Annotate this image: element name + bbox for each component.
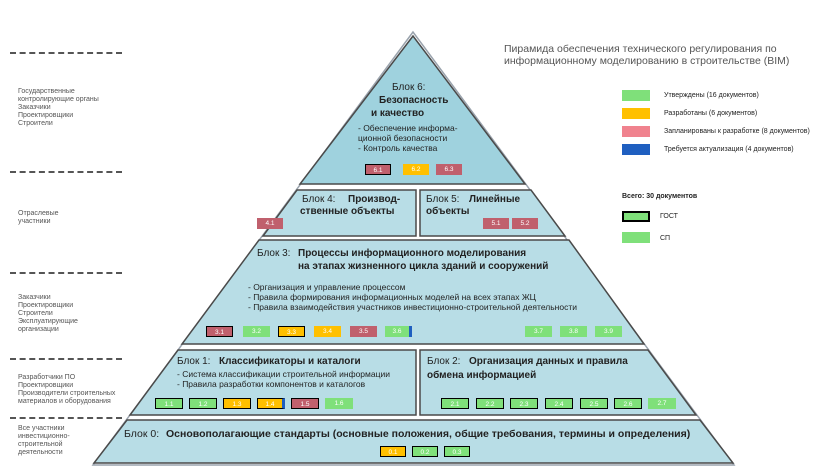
block1-prefix: Блок 1: xyxy=(177,356,211,367)
doc-chip-1-3: 1.3 xyxy=(223,398,251,409)
block1-bullets: - Система классификации строительной инф… xyxy=(177,369,390,389)
doc-chip-3-2: 3.2 xyxy=(243,326,270,337)
block5-name-line1: Линейные xyxy=(469,194,521,205)
doc-chip-4-1: 4.1 xyxy=(257,218,283,229)
separator-line xyxy=(10,272,122,274)
block3-area xyxy=(180,239,646,345)
legend-update-swatch xyxy=(622,144,650,155)
block2-name-line1: Организация данных и правила xyxy=(469,356,628,367)
legend-update-label: Требуется актуализация (4 документов) xyxy=(664,146,794,153)
doc-chip-5-2: 5.2 xyxy=(512,218,538,229)
doc-chip-3-9: 3.9 xyxy=(595,326,622,337)
doc-chip-2-4: 2.4 xyxy=(545,398,573,409)
legend-planned-swatch xyxy=(622,126,650,137)
diagram-title: Пирамида обеспечения технического регули… xyxy=(504,43,790,67)
separator-line xyxy=(10,52,122,54)
block6-name-line2: и качество xyxy=(371,108,425,119)
doc-chip-2-6: 2.6 xyxy=(614,398,642,409)
separator-line xyxy=(10,171,122,173)
block0-prefix: Блок 0: xyxy=(124,428,160,440)
doc-chip-0-1: 0.1 xyxy=(380,446,406,457)
legend-developed-label: Разработаны (6 документов) xyxy=(664,110,758,117)
doc-chip-5-1: 5.1 xyxy=(483,218,509,229)
legend-developed-swatch xyxy=(622,108,650,119)
doc-chip-1-6: 1.6 xyxy=(325,398,353,409)
separator-line xyxy=(10,358,122,360)
doc-chip-3-5: 3.5 xyxy=(350,326,377,337)
doc-chip-0-2: 0.2 xyxy=(412,446,438,457)
doc-chip-3-7: 3.7 xyxy=(525,326,552,337)
block5-name-line2: объекты xyxy=(426,206,470,217)
doc-chip-1-1: 1.1 xyxy=(155,398,183,409)
doc-chip-2-7: 2.7 xyxy=(648,398,676,409)
block4-prefix: Блок 4: xyxy=(302,194,336,205)
doc-chip-3-3: 3.3 xyxy=(278,326,305,337)
doc-chip-6-2: 6.2 xyxy=(403,164,429,175)
separator-line xyxy=(10,417,122,419)
doc-chip-2-2: 2.2 xyxy=(476,398,504,409)
block2-prefix: Блок 2: xyxy=(427,356,461,367)
block1-name: Классификаторы и каталоги xyxy=(219,356,361,367)
doc-chip-2-1: 2.1 xyxy=(441,398,469,409)
legend-sp-label: СП xyxy=(660,235,671,242)
block6-prefix: Блок 6: xyxy=(392,82,426,93)
block4-name-line1: Производ- xyxy=(348,194,401,205)
block6-area xyxy=(298,34,527,185)
participants-label-block3: Заказчики Проектировщики Строители Экспл… xyxy=(18,294,78,333)
legend-total: Всего: 30 документов xyxy=(622,193,698,200)
doc-chip-3-8: 3.8 xyxy=(560,326,587,337)
participants-label-block0: Все участники инвестиционно- строительно… xyxy=(18,425,70,456)
legend-approved-label: Утверждены (16 документов) xyxy=(664,92,759,99)
doc-chip-3-1: 3.1 xyxy=(206,326,233,337)
block0-area xyxy=(92,419,735,464)
block2-name-line2: обмена информацией xyxy=(427,370,537,381)
doc-chip-2-3: 2.3 xyxy=(510,398,538,409)
doc-chip-3-6: 3.6 xyxy=(385,326,412,337)
legend-planned-label: Запланированы к разработке (8 документов… xyxy=(664,128,810,135)
block3-prefix: Блок 3: xyxy=(257,248,291,259)
doc-chip-6-3: 6.3 xyxy=(436,164,462,175)
doc-chip-1-2: 1.2 xyxy=(189,398,217,409)
block3-name-line1: Процессы информационного моделирования xyxy=(298,248,527,259)
block0-name: Основополагающие стандарты (основные пол… xyxy=(166,428,691,440)
doc-chip-2-5: 2.5 xyxy=(580,398,608,409)
participants-label-block6: Государственные контролирующие органы За… xyxy=(18,88,99,127)
doc-chip-0-3: 0.3 xyxy=(444,446,470,457)
legend-approved-swatch xyxy=(622,90,650,101)
participants-label-block45: Отраслевые участники xyxy=(18,210,59,225)
legend-gost-label: ГОСТ xyxy=(660,213,678,220)
block4-name-line2: ственные объекты xyxy=(300,206,395,217)
block6-name-line1: Безопасность xyxy=(379,95,449,106)
doc-chip-3-4: 3.4 xyxy=(314,326,341,337)
doc-chip-6-1: 6.1 xyxy=(365,164,391,175)
doc-chip-1-4: 1.4 xyxy=(257,398,285,409)
doc-chip-1-5: 1.5 xyxy=(291,398,319,409)
block5-prefix: Блок 5: xyxy=(426,194,460,205)
legend-sp-swatch xyxy=(622,232,650,243)
participants-label-block12: Разработчики ПО Проектировщики Производи… xyxy=(18,374,116,405)
block6-bullets: - Обеспечение информа- ционной безопасно… xyxy=(358,123,458,153)
legend-gost-swatch xyxy=(622,211,650,222)
block3-name-line2: на этапах жизненного цикла зданий и соор… xyxy=(298,261,549,272)
block3-bullets: - Организация и управление процессом - П… xyxy=(248,282,577,312)
